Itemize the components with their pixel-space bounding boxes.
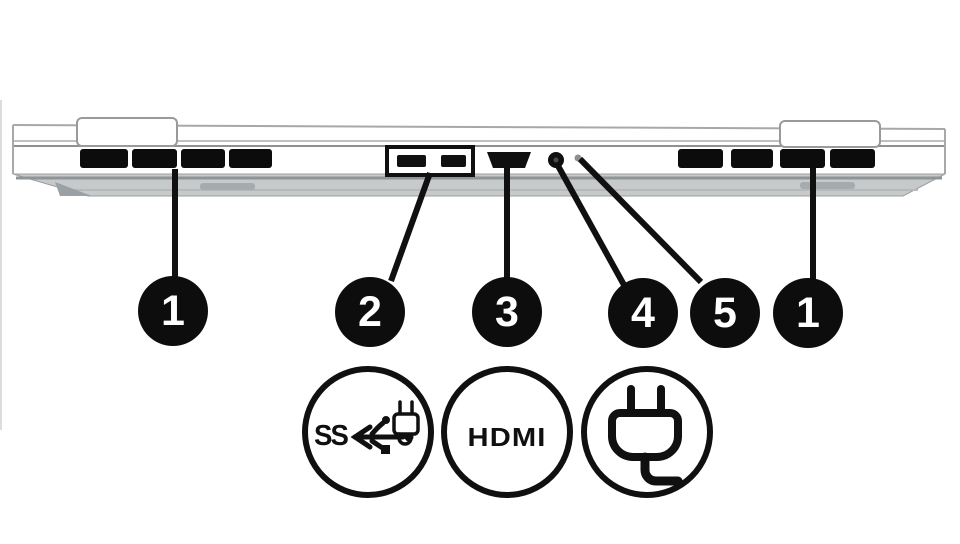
power-plug-icon [581, 366, 713, 498]
page-edge-line [0, 100, 2, 430]
callout-1-left: 1 [138, 276, 208, 346]
base-foot-right [800, 182, 855, 189]
leader-lines [172, 156, 816, 287]
callout-number: 1 [796, 288, 820, 337]
callout-5: 5 [690, 278, 760, 348]
chassis-base [12, 173, 946, 197]
callout-number: 3 [495, 287, 519, 336]
hinge-bump-right [779, 120, 881, 148]
hdmi-port [487, 152, 531, 168]
usb-ports [385, 145, 475, 177]
mini-charge-plug-icon [392, 400, 420, 446]
hinge-bump-left [76, 117, 178, 147]
usb-superspeed-charge-icon [302, 366, 434, 498]
hdmi-icon [441, 366, 573, 498]
leader-2 [388, 171, 433, 283]
callout-3: 3 [472, 277, 542, 347]
hdmi-label: HDMI [467, 422, 547, 452]
callout-number: 1 [161, 286, 185, 335]
usb-ss-label: SS [314, 420, 349, 452]
chassis-lid [12, 117, 946, 174]
callout-1-right: 1 [773, 278, 843, 348]
base-corner-left [55, 182, 92, 196]
callout-number: 2 [358, 287, 382, 336]
vent-right [678, 149, 875, 168]
callout-number: 5 [713, 288, 737, 337]
callout-4: 4 [608, 278, 678, 348]
base-foot-left [200, 183, 255, 190]
callout-number: 4 [631, 288, 655, 337]
callout-2: 2 [335, 277, 405, 347]
leader-5 [577, 156, 704, 285]
vent-left [80, 149, 272, 168]
leader-4 [554, 162, 627, 287]
